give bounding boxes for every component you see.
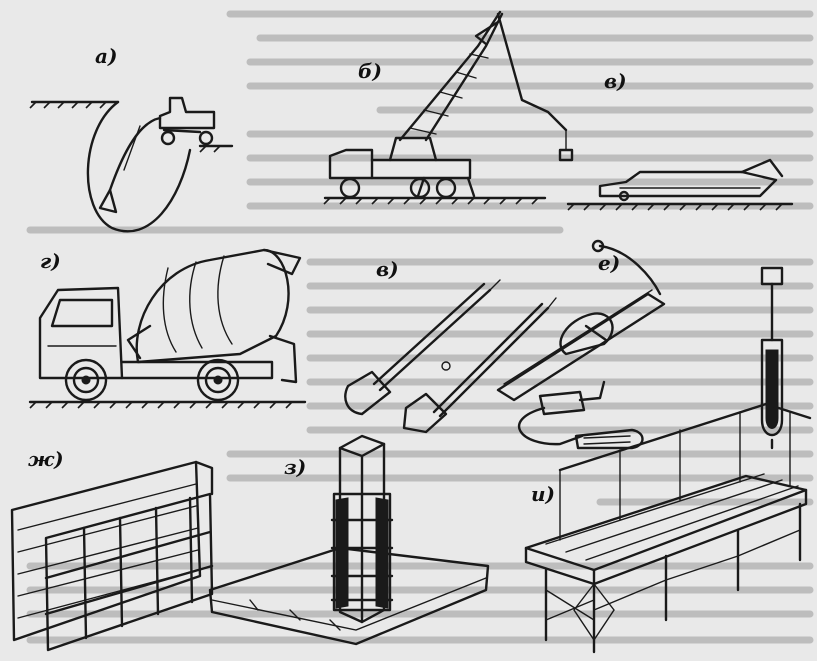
label-i: и)	[531, 482, 555, 506]
truck-crane	[323, 10, 574, 205]
ground-machine	[566, 158, 794, 211]
label-a: а)	[95, 44, 117, 68]
formwork-panels	[10, 460, 214, 652]
scaffold-platform	[524, 402, 812, 654]
vibrators	[496, 239, 784, 450]
faded-background-text	[26, 10, 814, 644]
label-e: е)	[598, 251, 620, 275]
label-v1: в)	[604, 69, 627, 93]
excavator-pit	[29, 96, 234, 233]
column-formwork	[208, 434, 490, 646]
label-zh: ж)	[28, 447, 64, 471]
label-g: г)	[40, 249, 61, 273]
concrete-mixer-truck	[28, 248, 307, 409]
label-b: б)	[358, 59, 382, 83]
label-v2: в)	[376, 257, 399, 281]
label-z: з)	[284, 455, 306, 479]
shovels	[344, 279, 557, 434]
